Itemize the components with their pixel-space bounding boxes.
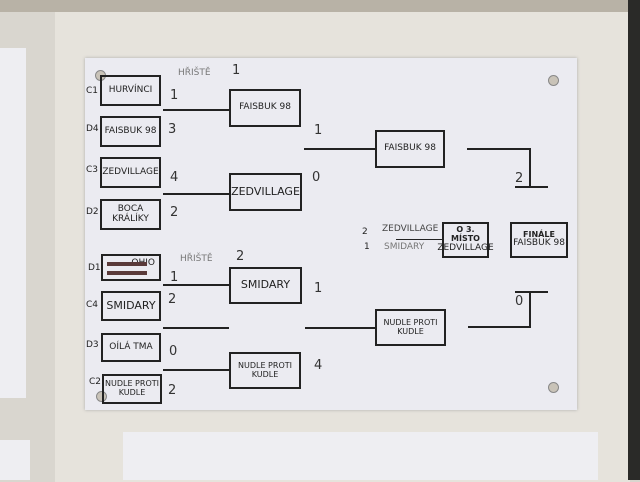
bracket-line — [163, 109, 229, 111]
team-box: OÍLÁ TMA — [101, 333, 161, 362]
seed: D4 — [86, 124, 99, 134]
bracket-line — [305, 327, 376, 329]
bracket-line — [515, 291, 548, 293]
team-box: ZEDVILLAGE — [229, 173, 302, 211]
seed: D1 — [88, 263, 101, 273]
score: 2 — [168, 292, 177, 307]
score: 0 — [169, 344, 178, 359]
score: 2 — [168, 383, 177, 398]
pin — [548, 75, 559, 86]
team-box: FAISBUK 98 — [229, 89, 301, 127]
seed: D2 — [86, 207, 99, 217]
score: 2 — [170, 205, 179, 220]
left-paper — [0, 48, 26, 398]
score: 0 — [515, 294, 524, 309]
team-box: NUDLE PROTI KUDLE — [229, 352, 301, 389]
team-box: NUDLE PROTI KUDLE — [102, 374, 162, 404]
seed: C2 — [89, 377, 102, 387]
court-2-label: HŘIŠTĚ — [180, 254, 213, 264]
score: 1 — [170, 88, 179, 103]
bracket-line — [396, 239, 442, 240]
court-1-number: 1 — [232, 63, 241, 78]
left-paper-lower — [0, 440, 30, 480]
team-box: BOCA KRÁLÍKY — [100, 199, 161, 230]
team-name: SMIDARY — [384, 242, 425, 252]
score: 0 — [312, 170, 321, 185]
score: 4 — [314, 358, 323, 373]
team-name: ZEDVILLAGE — [382, 224, 439, 234]
court-1-label: HŘIŠTĚ — [178, 68, 211, 78]
score: 1 — [364, 242, 370, 252]
pin — [548, 382, 559, 393]
team-box: HURVÍNCI — [100, 75, 161, 106]
bracket-line — [468, 326, 530, 328]
scribbled-out-text — [107, 262, 147, 266]
bracket-line — [529, 291, 531, 328]
bracket-line — [467, 148, 531, 150]
scribbled-out-text — [107, 271, 147, 275]
pin — [96, 391, 107, 402]
background-top — [0, 0, 640, 12]
bracket-line — [515, 186, 548, 188]
team-box: ZEDVILLAGE — [100, 157, 161, 188]
background-right — [628, 0, 640, 480]
bracket-line — [304, 148, 376, 150]
bracket-line — [163, 327, 229, 329]
team-box: FAISBUK 98 — [375, 130, 445, 168]
team-box: SMIDARY — [229, 267, 302, 304]
final-box: FINÁLE FAISBUK 98 — [510, 222, 568, 258]
bracket-line — [163, 193, 229, 195]
team-box: SMIDARY — [101, 291, 161, 321]
team-box: FAISBUK 98 — [100, 116, 161, 147]
seed: C3 — [86, 165, 99, 175]
final-winner: FAISBUK 98 — [513, 238, 565, 249]
bracket-line — [163, 284, 229, 286]
score: 1 — [314, 123, 323, 138]
third-place-winner: ZEDVILLAGE — [437, 242, 494, 253]
score: 2 — [515, 171, 524, 186]
score: 2 — [362, 227, 368, 237]
team-box: OHIO — [101, 254, 161, 281]
team-box: NUDLE PROTI KUDLE — [375, 309, 446, 346]
bracket-sheet — [85, 58, 577, 410]
bracket-line — [163, 369, 229, 371]
seed: D3 — [86, 340, 99, 350]
third-place-box: O 3. MÍSTO ZEDVILLAGE — [437, 222, 494, 258]
bottom-paper — [123, 432, 598, 480]
final-title: FINÁLE — [523, 229, 555, 239]
score: 1 — [170, 270, 179, 285]
bracket-line — [529, 148, 531, 187]
seed: C4 — [86, 300, 99, 310]
court-2-number: 2 — [236, 249, 245, 264]
score: 4 — [170, 170, 179, 185]
score: 3 — [168, 122, 177, 137]
seed: C1 — [86, 86, 99, 96]
score: 1 — [314, 281, 323, 296]
third-place-title: O 3. MÍSTO — [451, 225, 480, 244]
